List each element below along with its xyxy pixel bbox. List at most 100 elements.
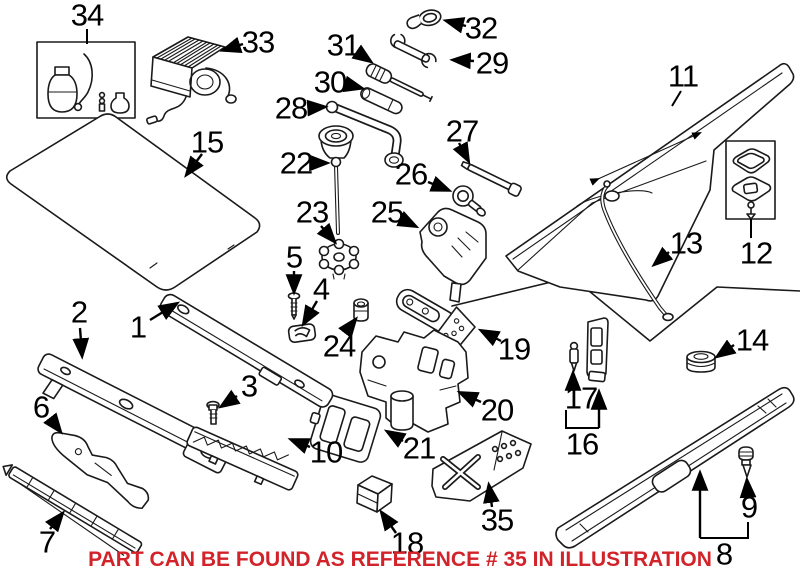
part-label-32: 32 — [464, 10, 498, 46]
part-label-12: 12 — [739, 235, 773, 271]
arrow-to-part-31 — [351, 44, 374, 64]
part-label-1: 1 — [129, 309, 147, 345]
part-4-clip-drawing — [287, 323, 317, 343]
part-34-sealant-kit-drawing — [36, 41, 136, 119]
part-29-wrench-drawing — [390, 33, 437, 69]
part-13-support-rod-drawing — [600, 180, 674, 322]
part-label-17: 17 — [564, 380, 598, 416]
part-23-knob-drawing — [318, 238, 360, 280]
part-10-serrated-rail-drawing — [186, 426, 299, 491]
part-26-eyelet-drawing — [452, 185, 486, 217]
part-label-15: 15 — [190, 124, 224, 160]
part-6-bracket-drawing — [51, 431, 150, 510]
arrow-to-part-35 — [483, 481, 500, 508]
arrow-to-part-2 — [72, 327, 90, 360]
arrow-to-part-4 — [301, 300, 320, 328]
part-30-extension-tube-drawing — [360, 87, 403, 115]
part-label-13: 13 — [669, 225, 703, 261]
part-35-support-panel-drawing — [431, 430, 532, 502]
part-28-lug-wrench-drawing — [325, 100, 404, 168]
part-label-21: 21 — [402, 430, 436, 466]
part-22-funnel-drawing — [318, 125, 354, 235]
arrow-to-part-15 — [184, 153, 204, 178]
part-32-hook-tool-drawing — [406, 9, 442, 30]
part-11-parcel-shelf-drawing — [451, 62, 800, 342]
part-12-latch-kit-drawing — [725, 140, 776, 220]
part-17-pin-drawing — [569, 341, 579, 372]
part-7-sill-rail-drawing — [2, 464, 143, 556]
part-label-10: 10 — [309, 434, 343, 470]
part-9-rivet-drawing — [738, 446, 754, 478]
part-label-8: 8 — [715, 536, 733, 572]
part-label-18: 18 — [390, 525, 424, 561]
part-16-striker-drawing — [586, 317, 609, 383]
part-label-9: 9 — [740, 489, 758, 525]
arrow-to-part-25 — [396, 210, 420, 229]
part-label-6: 6 — [32, 389, 50, 425]
part-label-31: 31 — [326, 27, 360, 63]
part-5-screw-drawing — [287, 292, 301, 320]
arrow-to-part-7 — [44, 510, 65, 533]
part-2-sill-strip-drawing — [37, 353, 231, 474]
part-label-34: 34 — [70, 0, 104, 33]
part-label-22: 22 — [279, 145, 313, 181]
part-label-30: 30 — [313, 64, 347, 100]
part-15-floor-panel-drawing — [5, 113, 261, 291]
part-label-24: 24 — [322, 328, 356, 364]
part-label-33: 33 — [241, 24, 275, 60]
arrow-to-part-18 — [379, 509, 399, 534]
arrow-to-part-23 — [316, 222, 338, 245]
part-label-26: 26 — [394, 156, 428, 192]
arrow-to-part-6 — [43, 412, 63, 435]
arrow-to-part-10 — [287, 438, 311, 454]
arrow-to-part-21 — [383, 429, 407, 448]
arrow-to-part-24 — [338, 316, 358, 339]
arrow-to-part-32 — [442, 17, 467, 34]
leader-part-8-bracket — [700, 522, 749, 539]
arrow-to-part-28 — [306, 99, 329, 117]
part-label-2: 2 — [70, 294, 88, 330]
arrow-to-part-13 — [651, 246, 674, 268]
part-14-buffer-drawing — [686, 350, 716, 373]
part-label-16: 16 — [565, 426, 599, 462]
leader-part-11 — [671, 90, 682, 107]
arrow-to-part-9 — [739, 476, 757, 499]
part-20-tool-tray-drawing — [359, 329, 469, 433]
part-24-cap-drawing — [353, 298, 369, 322]
part-label-14: 14 — [735, 322, 769, 358]
arrow-to-part-29 — [449, 52, 475, 70]
arrow-to-part-33 — [219, 36, 244, 53]
part-label-29: 29 — [475, 45, 509, 81]
arrow-to-part-30 — [342, 75, 366, 93]
arrow-to-part-26 — [427, 175, 453, 192]
arrow-to-part-3 — [218, 389, 241, 409]
arrow-to-part-14 — [714, 339, 737, 359]
part-label-11: 11 — [667, 58, 699, 94]
part-1-sill-strip-drawing — [159, 293, 334, 408]
part-31-screwdriver-drawing — [365, 63, 433, 103]
part-27-pry-bar-drawing — [460, 161, 522, 197]
part-label-28: 28 — [274, 90, 308, 126]
part-label-7: 7 — [38, 524, 56, 560]
arrow-to-part-27 — [452, 141, 471, 165]
arrow-to-part-20 — [456, 391, 482, 408]
part-label-19: 19 — [497, 331, 531, 367]
part-label-3: 3 — [240, 368, 258, 404]
part-21-plate-drawing — [309, 394, 382, 463]
part-33-compressor-drawing — [146, 36, 237, 125]
part-8-sill-trim-drawing — [555, 386, 795, 549]
part-label-27: 27 — [445, 113, 479, 149]
part-label-25: 25 — [370, 194, 404, 230]
part-label-23: 23 — [295, 194, 329, 230]
part-label-4: 4 — [312, 271, 330, 307]
caption-text: PART CAN BE FOUND AS REFERENCE # 35 IN I… — [88, 548, 712, 571]
part-3-screw-drawing — [206, 400, 220, 425]
arrow-to-part-1 — [149, 301, 181, 322]
part-18-box-drawing — [356, 475, 393, 513]
arrow-to-part-19 — [477, 328, 502, 347]
part-label-5: 5 — [285, 239, 303, 275]
part-label-35: 35 — [480, 502, 514, 538]
part-25-bracket-drawing — [419, 207, 487, 303]
